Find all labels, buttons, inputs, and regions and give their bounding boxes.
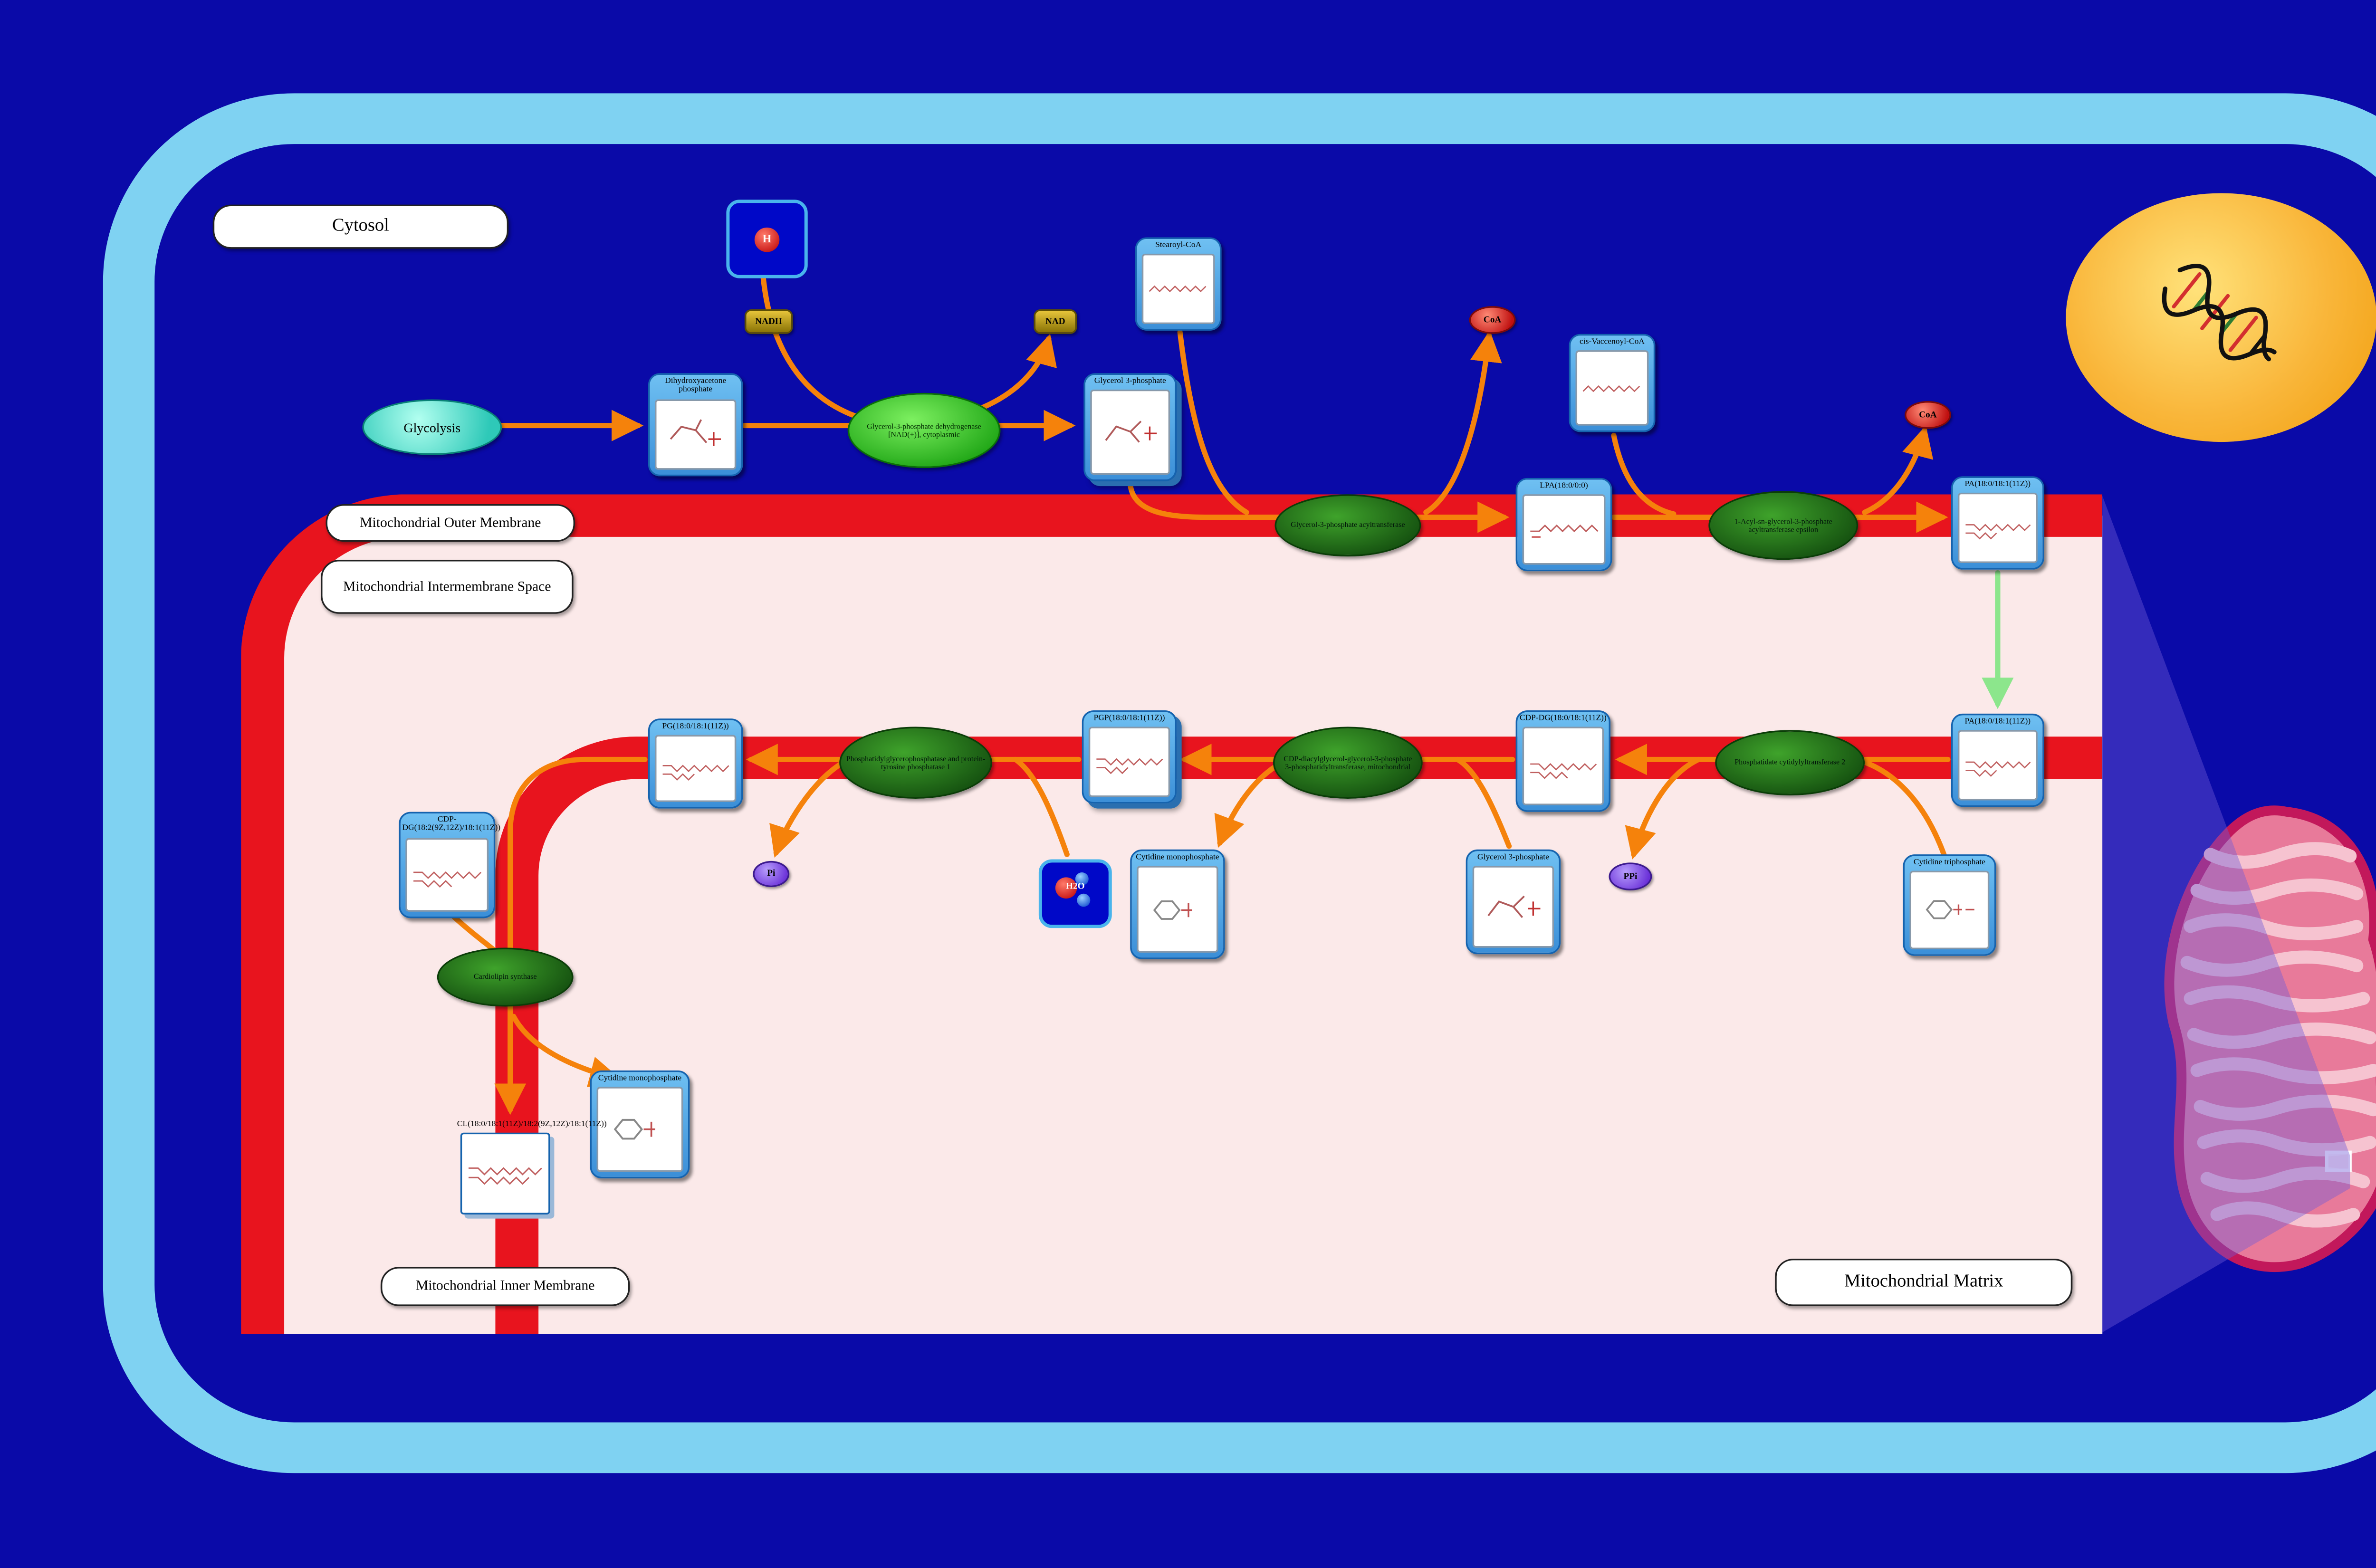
chemical-structure [1575, 350, 1649, 426]
metabolite-card-cdp-dg2[interactable]: CDP-DG(18:2(9Z,12Z)/18:1(11Z)) [399, 812, 501, 918]
cofactor-label: Pi [767, 869, 776, 879]
chemical-structure [654, 735, 737, 802]
metabolite-label: PG(18:0/18:1(11Z)) [662, 722, 729, 731]
enzyme-label: Phosphatidylglycerophosphatase and prote… [846, 754, 986, 771]
metabolite-label: cis-Vaccenoyl-CoA [1580, 338, 1645, 346]
enzyme-label: Glycerol-3-phosphate dehydrogenase [NAD(… [867, 421, 981, 439]
metabolite-card-pa-inner[interactable]: PA(18:0/18:1(11Z)) [1951, 713, 2044, 807]
cofactor-label: H2O [1066, 882, 1085, 892]
label-text: Mitochondrial Matrix [1844, 1272, 2003, 1292]
chemical-structure [654, 399, 737, 470]
metabolite-label: LPA(18:0/0:0) [1540, 482, 1588, 490]
cofactor-coa-1[interactable]: CoA [1469, 306, 1516, 334]
metabolite-card-lpa[interactable]: LPA(18:0/0:0) [1515, 478, 1612, 572]
proton-icon: H [754, 227, 780, 251]
cofactor-nadh[interactable]: NADH [744, 309, 793, 334]
enzyme-cds2[interactable]: Phosphatidate cytidylyltransferase 2 [1715, 730, 1865, 796]
enzyme-label: CDP-diacylglycerol-glycerol-3-phosphate … [1284, 754, 1412, 771]
metabolite-label: Stearoyl-CoA [1155, 241, 1202, 250]
enzyme-label: Phosphatidate cytidylyltransferase 2 [1734, 758, 1846, 767]
metabolite-label: CDP-DG(18:0/18:1(11Z)) [1519, 714, 1607, 723]
cofactor-coa-2[interactable]: CoA [1905, 401, 1951, 429]
enzyme-label: Glycerol-3-phosphate acyltransferase [1291, 521, 1405, 529]
metabolite-card-cis-vaccenoyl-coa[interactable]: cis-Vaccenoyl-CoA [1569, 334, 1656, 432]
dna-icon [2161, 264, 2276, 362]
enzyme-gpat[interactable]: Glycerol-3-phosphate acyltransferase [1274, 494, 1421, 557]
pathway-link-glycolysis[interactable]: Glycolysis [362, 399, 502, 455]
chemical-structure [1957, 730, 2038, 801]
metabolite-card-cdp-dg[interactable]: CDP-DG(18:0/18:1(11Z)) [1515, 710, 1610, 812]
chemical-structure [1141, 254, 1215, 325]
metabolite-label: CL(18:0/18:1(11Z)/18:2(9Z,12Z)/18:1(11Z)… [457, 1120, 607, 1129]
metabolite-label: Glycerol 3-phosphate [1477, 853, 1549, 862]
metabolite-label: Cytidine monophosphate [598, 1074, 682, 1083]
metabolite-card-pgp[interactable]: PGP(18:0/18:1(11Z)) [1082, 710, 1177, 804]
metabolite-label: PGP(18:0/18:1(11Z)) [1093, 714, 1165, 723]
enzyme-crls1[interactable]: Cardiolipin synthase [437, 947, 574, 1007]
cofactor-pi[interactable]: Pi [753, 860, 790, 888]
cofactor-label: CoA [1483, 315, 1502, 325]
metabolite-card-cmp-mid[interactable]: Cytidine monophosphate [1130, 849, 1225, 959]
metabolite-card-g3p-cytosol[interactable]: Glycerol 3-phosphate [1083, 373, 1177, 481]
water-molecule-icon: H2O [1042, 862, 1109, 925]
label-text: Mitochondrial Inner Membrane [415, 1277, 595, 1293]
metabolite-label: Cytidine triphosphate [1913, 858, 1985, 867]
metabolite-card-cl[interactable]: CL(18:0/18:1(11Z)/18:2(9Z,12Z)/18:1(11Z)… [455, 1118, 607, 1220]
metabolite-card-pg[interactable]: PG(18:0/18:1(11Z)) [648, 718, 743, 809]
zoom-source-marker [2325, 1150, 2352, 1172]
label-text: Mitochondrial Intermembrane Space [343, 577, 551, 594]
enzyme-ptpmt1[interactable]: Phosphatidylglycerophosphatase and prote… [839, 727, 992, 799]
inner-membrane-band [495, 736, 2103, 1334]
metabolite-label: CDP-DG(18:2(9Z,12Z)/18:1(11Z)) [402, 816, 501, 833]
enzyme-pgs1[interactable]: CDP-diacylglycerol-glycerol-3-phosphate … [1273, 727, 1423, 799]
process-label: Glycolysis [403, 420, 461, 435]
compartment-label-outer-membrane: Mitochondrial Outer Membrane [326, 504, 575, 542]
chemical-structure [405, 837, 489, 912]
metabolite-card-g3p-matrix[interactable]: Glycerol 3-phosphate [1466, 849, 1561, 955]
chemical-structure [1522, 727, 1604, 805]
cofactor-ppi[interactable]: PPi [1609, 862, 1652, 890]
cofactor-label: NADH [755, 316, 782, 327]
metabolite-card-pa-outer[interactable]: PA(18:0/18:1(11Z)) [1951, 476, 2044, 570]
compartment-label-inner-membrane: Mitochondrial Inner Membrane [380, 1267, 630, 1306]
nucleus-illustration [2066, 193, 2376, 442]
cofactor-proton[interactable]: H [726, 200, 808, 278]
cofactor-label: PPi [1623, 871, 1638, 881]
cell-membrane-outline [103, 93, 2376, 1473]
chemical-structure [1522, 494, 1606, 565]
metabolite-card-ctp[interactable]: Cytidine triphosphate [1903, 854, 1996, 956]
chemical-structure [1137, 866, 1218, 953]
mitochondrion-illustration [2164, 805, 2376, 1272]
chemical-structure [1090, 390, 1170, 475]
chemical-structure [1957, 493, 2038, 563]
enzyme-agpat[interactable]: 1-Acyl-sn-glycerol-3-phosphate acyltrans… [1708, 491, 1859, 560]
label-text: Cytosol [332, 216, 389, 236]
compartment-label-cytosol: Cytosol [212, 204, 509, 249]
metabolite-label: PA(18:0/18:1(11Z)) [1964, 717, 2031, 726]
compartment-label-intermembrane-space: Mitochondrial Intermembrane Space [320, 560, 574, 614]
chemical-structure [1088, 727, 1170, 797]
chemical-structure [460, 1133, 550, 1214]
metabolite-label: Dihydroxyacetone phosphate [665, 377, 727, 395]
metabolite-label: Glycerol 3-phosphate [1094, 377, 1166, 386]
cofactor-label: NAD [1045, 316, 1065, 327]
metabolite-label: Cytidine monophosphate [1136, 853, 1219, 862]
cofactor-h2o[interactable]: H2O [1038, 859, 1112, 928]
label-text: Mitochondrial Outer Membrane [360, 513, 541, 530]
metabolite-label: PA(18:0/18:1(11Z)) [1964, 480, 2031, 489]
chemical-structure [596, 1087, 683, 1172]
compartment-label-matrix: Mitochondrial Matrix [1775, 1258, 2073, 1306]
enzyme-label: 1-Acyl-sn-glycerol-3-phosphate acyltrans… [1734, 516, 1832, 534]
chemical-structure [1472, 866, 1554, 948]
chemical-structure [1909, 870, 1990, 949]
cofactor-nad[interactable]: NAD [1034, 309, 1077, 334]
cofactor-label: CoA [1919, 410, 1937, 420]
metabolite-card-dhap[interactable]: Dihydroxyacetone phosphate [648, 373, 743, 477]
metabolite-card-stearoyl-coa[interactable]: Stearoyl-CoA [1135, 237, 1222, 331]
enzyme-label: Cardiolipin synthase [473, 973, 537, 981]
enzyme-gpd1[interactable]: Glycerol-3-phosphate dehydrogenase [NAD(… [847, 392, 1001, 468]
